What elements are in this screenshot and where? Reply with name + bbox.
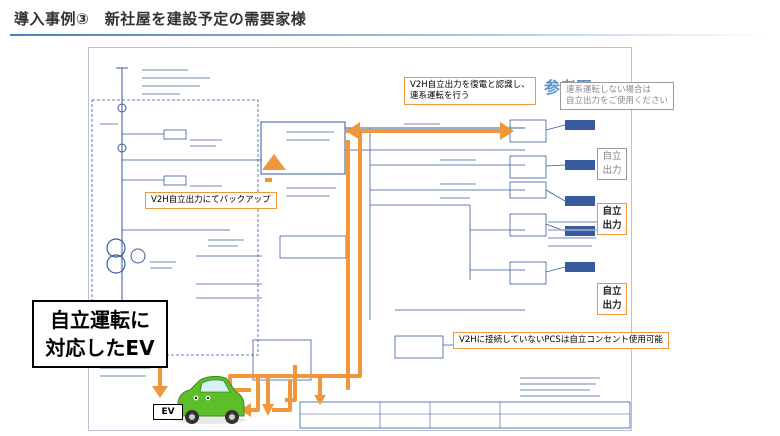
tag-line2: 出力 (602, 165, 622, 176)
transformer-coil-2 (106, 254, 126, 274)
annotation-grid-off-line1: 連系運転しない場合は (566, 85, 652, 95)
tag-line1: 自立 (602, 206, 622, 217)
slide-title: 導入事例③ 新社屋を建設予定の需要家様 (14, 10, 307, 28)
annotation-pcs-outlet: V2Hに接続していないPCSは自立コンセント使用可能 (453, 332, 669, 349)
flow-arrows (152, 122, 514, 417)
ev-car-icon (174, 375, 246, 424)
annotation-pcs-outlet-text: V2Hに接続していないPCSは自立コンセント使用可能 (459, 335, 663, 345)
boundary-dashed-box (91, 99, 259, 356)
ev-callout-box: 自立運転に 対応したEV (32, 300, 168, 368)
ac-box (394, 335, 444, 359)
annotation-recognize-line2: 連系運転を行う (410, 91, 470, 101)
v2h-unit-box (252, 339, 312, 381)
annotation-grid-off-line2: 自立出力をご使用ください (566, 96, 669, 106)
tag-self-output-orange-1: 自立 出力 (597, 203, 627, 235)
tag-line1: 自立 (602, 286, 622, 297)
tag-line2: 出力 (602, 220, 622, 231)
power-flow-paths (228, 129, 500, 412)
ev-callout-line2: 対応したEV (45, 336, 155, 360)
pcs-box-4 (509, 213, 547, 237)
ev-label: EV (153, 404, 183, 420)
pcs-box-5 (509, 261, 547, 285)
header-divider (10, 34, 770, 36)
pcs-box-2 (509, 155, 547, 179)
distribution-box (279, 235, 347, 259)
slide-header: 導入事例③ 新社屋を建設予定の需要家様 (0, 0, 780, 36)
annotation-grid-off: 連系運転しない場合は 自立出力をご使用ください (560, 82, 675, 110)
solar-panel-icons (565, 120, 595, 272)
annotation-recognize-line1: V2H自立出力を復電と認識し、 (410, 80, 530, 90)
transformer-coil-1 (106, 238, 126, 258)
tag-line1: 自立 (602, 151, 622, 162)
annotation-backup-text: V2H自立出力にてバックアップ (151, 195, 271, 205)
meter-symbol (117, 103, 127, 113)
ev-callout-line1: 自立運転に (50, 308, 150, 332)
pcs-box-1 (509, 119, 547, 143)
title-block (299, 401, 631, 429)
tag-self-output-orange-2: 自立 出力 (597, 283, 627, 315)
v2h-panel-box (260, 121, 346, 175)
tag-self-output-gray: 自立 出力 (597, 148, 627, 180)
annotation-v2h-backup: V2H自立出力にてバックアップ (145, 192, 277, 209)
tag-line2: 出力 (602, 300, 622, 311)
annotation-recognize-grid: V2H自立出力を復電と認識し、 連系運転を行う (404, 77, 536, 105)
